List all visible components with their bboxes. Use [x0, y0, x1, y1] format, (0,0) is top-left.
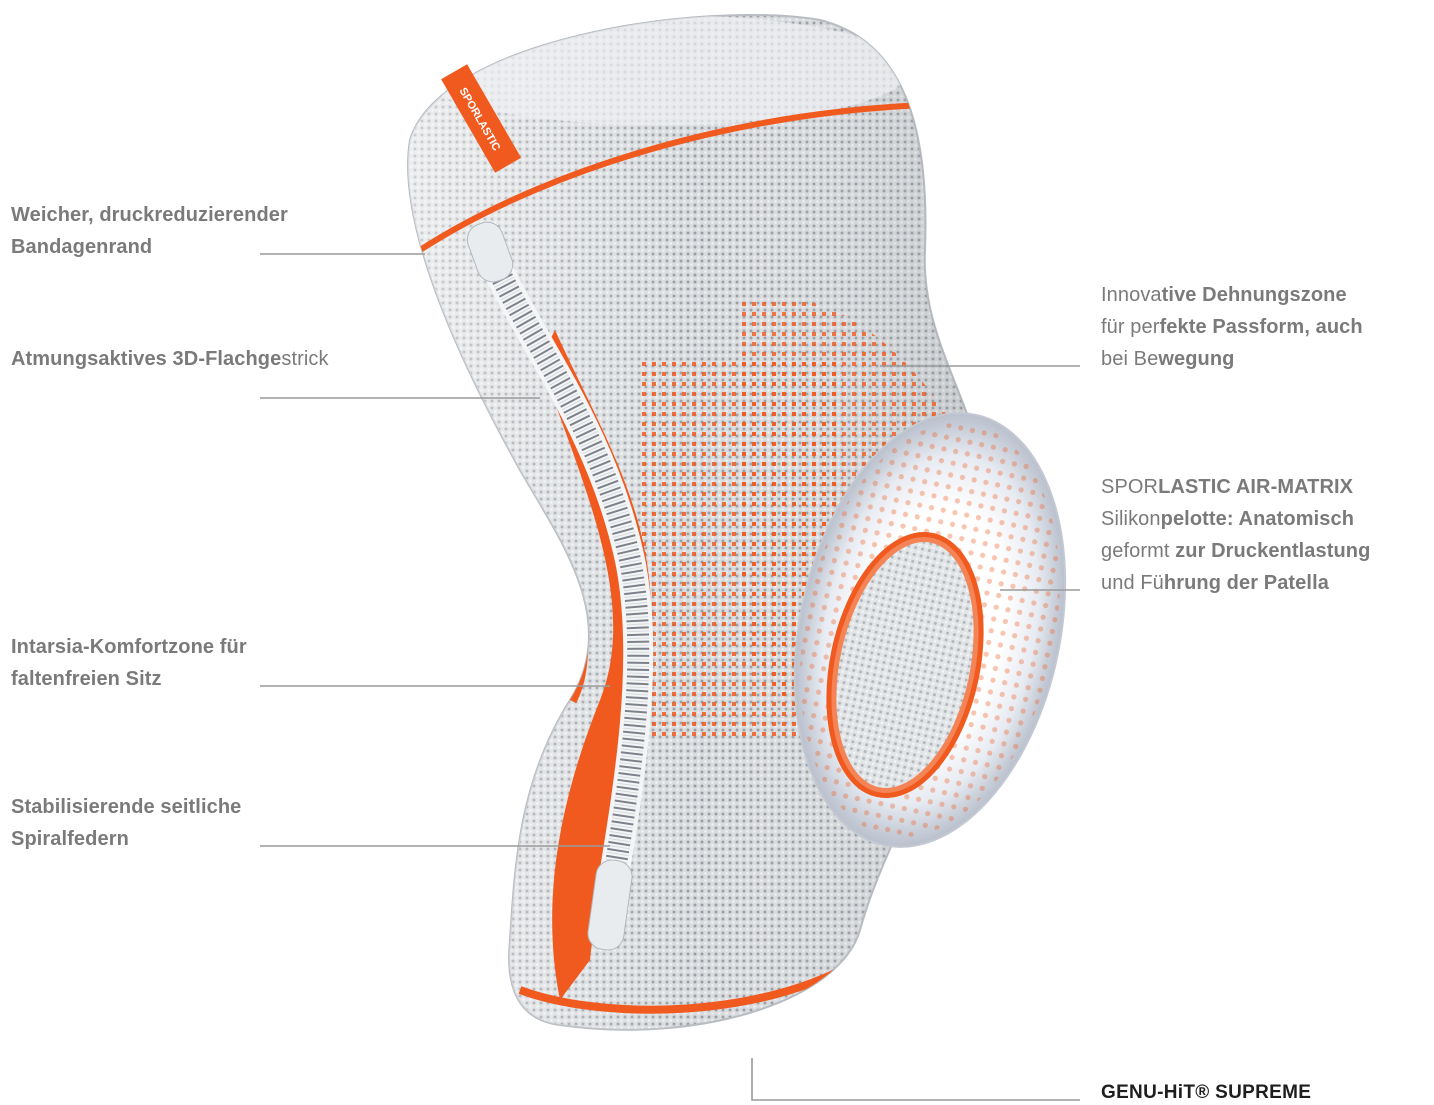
callout-stretch-l2a: für per [1101, 316, 1160, 338]
callout-springs-line2: Spiralfedern [11, 823, 241, 855]
callout-springs-line1: Stabilisierende seitliche [11, 791, 241, 823]
callout-pad-l2a: Silikon [1101, 508, 1161, 530]
callout-intarsia: Intarsia-Komfortzone für faltenfreien Si… [11, 631, 247, 695]
callout-pad-l1b: LASTIC AIR-MATRIX [1158, 476, 1353, 498]
callout-stretch-l1a: Innova [1101, 284, 1162, 306]
callout-intarsia-line1: Intarsia-Komfortzone für [11, 631, 247, 663]
callout-knit: Atmungsaktives 3D-Flachgestrick [11, 343, 329, 375]
callout-rim: Weicher, druckreduzierender Bandagenrand [11, 199, 288, 263]
product-name: GENU-HiT® SUPREME [1101, 1081, 1311, 1105]
callout-intarsia-line2: faltenfreien Sitz [11, 663, 247, 695]
callout-stretch-l3a: bei Be [1101, 348, 1158, 370]
callout-springs: Stabilisierende seitliche Spiralfedern [11, 791, 241, 855]
callout-pad-l4b: hrung der Patella [1164, 572, 1329, 594]
callout-stretch-l3b: wegung [1158, 348, 1234, 370]
callout-stretch-l1b: tive Dehnungszone [1162, 284, 1347, 306]
callout-pad-l4a: und Fü [1101, 572, 1164, 594]
callout-pad-l3b: zur Druckentlastung [1175, 540, 1370, 562]
callout-pad-l1a: SPOR [1101, 476, 1158, 498]
callout-knit-light: strick [281, 348, 328, 370]
callout-knit-bold: Atmungsaktives 3D-Flachge [11, 348, 281, 370]
callout-rim-line1: Weicher, druckreduzierender [11, 199, 288, 231]
callout-pad-l3a: geformt [1101, 540, 1175, 562]
callout-stretch: Innovative Dehnungszone für perfekte Pas… [1101, 279, 1363, 375]
callout-stretch-l2b: fekte Passform, auch [1160, 316, 1363, 338]
callout-pad-l2b: pelotte: Anatomisch [1161, 508, 1354, 530]
callout-rim-line2: Bandagenrand [11, 231, 288, 263]
callout-pad: SPORLASTIC AIR-MATRIX Silikonpelotte: An… [1101, 471, 1370, 599]
